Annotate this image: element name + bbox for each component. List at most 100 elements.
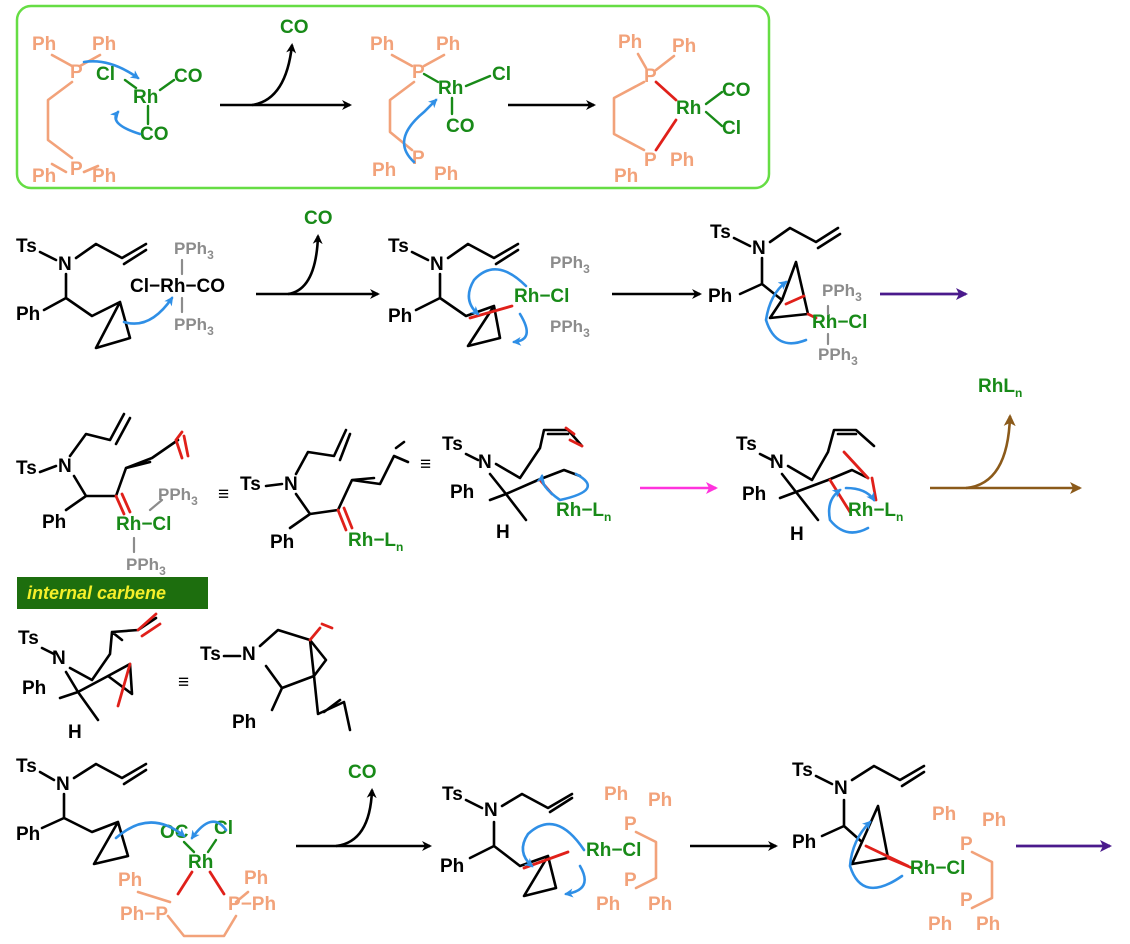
substrate-rh-dppe: Ts N Ph OC Cl Rh Ph Ph−P P−Ph Ph <box>16 756 276 938</box>
co-loss-2: CO <box>256 208 380 299</box>
ph-label: Ph <box>792 832 816 853</box>
rh-label: Rh <box>133 87 158 108</box>
co-label: CO <box>722 80 751 101</box>
rhcl-label: Rh−Cl <box>116 514 171 535</box>
ts-label: Ts <box>240 474 261 495</box>
p-label: P <box>70 159 83 180</box>
ph-label: Ph <box>92 166 116 187</box>
internal-carbene-pph3: Ts N Ph Rh−Cl PPh3 PPh3 <box>16 412 198 578</box>
ph-label: Ph <box>434 164 458 185</box>
ph-label: Ph <box>604 784 628 805</box>
co-label: CO <box>174 66 203 87</box>
ph-label: Ph <box>32 34 56 55</box>
ph-label: Ph <box>118 870 142 891</box>
p-label: P <box>644 150 657 171</box>
cl-label: Cl <box>492 64 511 85</box>
rhcl-label: Rh−Cl <box>910 858 965 879</box>
ph-p-label: Ph−P <box>120 904 168 925</box>
rh-label: Rh <box>188 852 213 873</box>
n-label: N <box>752 238 766 259</box>
h-label: H <box>790 524 804 545</box>
co-label: CO <box>446 116 475 137</box>
ph-label: Ph <box>16 824 40 845</box>
p-label: P <box>624 814 637 835</box>
rhcl-label: Rh−Cl <box>586 840 641 861</box>
ph-label: Ph <box>440 856 464 877</box>
clrhco-label: Cl−Rh−CO <box>130 276 225 297</box>
rh-dppe-bicyclic-intermediate: Ts N Ph Rh−Cl Ph Ph P P Ph Ph <box>792 760 1006 935</box>
n-label: N <box>58 456 72 477</box>
ph-label: Ph <box>436 34 460 55</box>
ph-label: Ph <box>618 32 642 53</box>
ph-label: Ph <box>648 790 672 811</box>
rh-carbonyl-chloride-dppe-start: Ph Ph P P Ph Ph Cl Rh CO CO <box>32 34 203 187</box>
cl-label: Cl <box>722 118 741 139</box>
co-loss-1: CO <box>220 17 352 110</box>
equivalence-symbol: ≡ <box>178 672 189 693</box>
ts-label: Ts <box>16 458 37 479</box>
ph-label: Ph <box>742 484 766 505</box>
cl-label: Cl <box>96 64 115 85</box>
rhln-label: RhLn <box>978 376 1022 400</box>
ph-label: Ph <box>244 868 268 889</box>
ts-label: Ts <box>16 236 37 257</box>
ph-label: Ph <box>16 304 40 325</box>
n-label: N <box>484 800 498 821</box>
ph-label: Ph <box>92 34 116 55</box>
rhcl-label: Rh−Cl <box>812 312 867 333</box>
pph3-label: PPh3 <box>550 317 590 340</box>
ph-label: Ph <box>232 712 256 733</box>
ph-label: Ph <box>370 34 394 55</box>
carbene-3d-conformer: Ts N Ph H Rh−Ln <box>442 426 611 543</box>
equivalence-symbol: ≡ <box>420 454 431 475</box>
p-ph-label: P−Ph <box>228 894 276 915</box>
oc-label: OC <box>160 822 189 843</box>
ph-label: Ph <box>670 150 694 171</box>
rh-chelate-intermediate: Ph Ph P P Ph Ph Rh Cl CO <box>370 34 511 185</box>
rh-bicyclic-intermediate: Ts N Ph PPh3 Rh−Cl PPh3 <box>708 222 867 368</box>
p-label: P <box>412 148 425 169</box>
rh-label: Rh <box>676 98 701 119</box>
ph-label: Ph <box>614 166 638 187</box>
ph-label: Ph <box>648 894 672 915</box>
pph3-label: PPh3 <box>158 485 198 508</box>
ph-label: Ph <box>372 160 396 181</box>
h-label: H <box>68 722 82 743</box>
n-label: N <box>430 254 444 275</box>
n-label: N <box>56 774 70 795</box>
rhcl-label: Rh−Cl <box>514 286 569 307</box>
n-label: N <box>242 644 256 665</box>
rhln-label: Rh−Ln <box>348 530 403 554</box>
pph3-label: PPh3 <box>818 345 858 368</box>
pph3-label: PPh3 <box>822 281 862 304</box>
pph3-label: PPh3 <box>550 253 590 276</box>
co-label: CO <box>280 17 309 38</box>
internal-carbene-label: internal carbene <box>27 583 166 603</box>
rh-insertion-intermediate: Ts N Ph Rh−Cl PPh3 PPh3 <box>388 236 590 348</box>
ts-label: Ts <box>792 760 813 781</box>
ph-label: Ph <box>932 804 956 825</box>
reductive-elimination: RhLn <box>930 376 1082 494</box>
n-label: N <box>284 474 298 495</box>
p-label: P <box>644 66 657 87</box>
n-label: N <box>58 254 72 275</box>
p-label: P <box>624 870 637 891</box>
ts-label: Ts <box>442 434 463 455</box>
ph-label: Ph <box>596 894 620 915</box>
h-label: H <box>496 522 510 543</box>
ts-label: Ts <box>442 784 463 805</box>
ts-label: Ts <box>18 628 39 649</box>
ts-label: Ts <box>710 222 731 243</box>
rh-label: Rh <box>438 78 463 99</box>
co-label: CO <box>304 208 333 229</box>
ph-label: Ph <box>22 678 46 699</box>
p-label: P <box>960 834 973 855</box>
internal-carbene-badge: internal carbene <box>17 577 208 609</box>
rh-metallacyclobutane: Ts N Ph H Rh−Ln <box>736 428 903 545</box>
ts-label: Ts <box>736 434 757 455</box>
rhln-label: Rh−Ln <box>556 500 611 524</box>
ph-label: Ph <box>982 810 1006 831</box>
ts-label: Ts <box>388 236 409 257</box>
n-label: N <box>770 452 784 473</box>
